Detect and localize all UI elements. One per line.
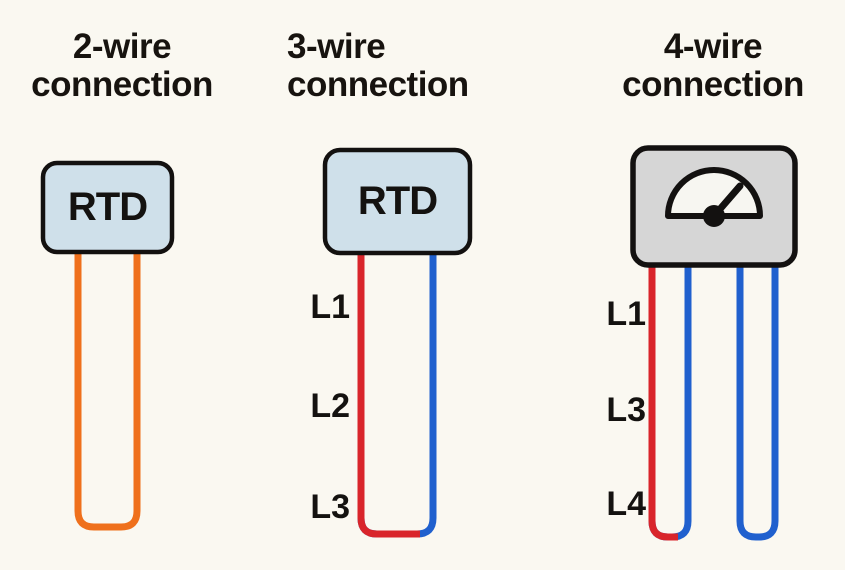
terminal-label-3wire-l2: L2	[310, 387, 350, 425]
meter-dial-face	[665, 167, 763, 219]
three-wire-red-lead	[357, 253, 420, 538]
rtd-box-3wire	[322, 147, 473, 256]
panel-title-4wire: 4-wire connection	[608, 28, 818, 104]
terminal-label-3wire-l1: L1	[310, 288, 350, 326]
rtd-device-label-2wire: RTD	[67, 185, 148, 229]
two-wire-orange-loop	[74, 252, 141, 531]
panel-title-2wire: 2-wire connection	[17, 28, 227, 104]
rtd-device-label-3wire: RTD	[357, 179, 438, 223]
meter-needle-hub	[703, 205, 725, 227]
title-line: connection	[31, 65, 213, 104]
title-line: 3-wire	[287, 27, 386, 66]
panel-title-3wire: 3-wire connection	[287, 28, 497, 104]
terminal-label-3wire-l3: L3	[310, 488, 350, 526]
terminal-label-4wire-l3: L3	[606, 391, 646, 429]
title-line: connection	[287, 65, 469, 104]
terminal-label-4wire-l1: L1	[606, 295, 646, 333]
analog-meter-icon	[665, 167, 763, 227]
terminal-label-4wire-l4: L4	[606, 485, 646, 523]
four-wire-red-lead	[648, 263, 678, 541]
rtd-box-2wire	[40, 160, 175, 255]
title-line: connection	[622, 65, 804, 104]
title-line: 2-wire	[72, 27, 172, 66]
four-wire-blue-loop-pair2	[736, 263, 779, 541]
title-line: 4-wire	[663, 27, 763, 66]
